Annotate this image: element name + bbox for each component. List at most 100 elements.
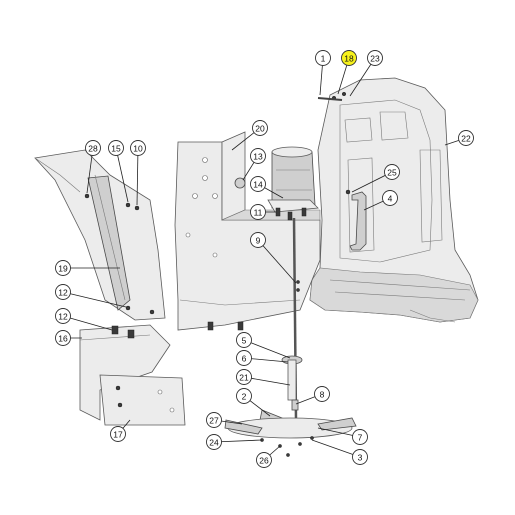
callout-number: 27 — [209, 416, 219, 426]
callout-number: 1 — [321, 54, 326, 64]
leader-line-9 — [257, 239, 297, 284]
callout-number: 17 — [113, 430, 123, 440]
callout-number: 10 — [133, 144, 143, 154]
callout-bubble — [384, 164, 400, 180]
callout-number: 23 — [370, 54, 380, 64]
callout-bubble — [130, 140, 146, 156]
callout-bubble — [341, 50, 357, 66]
leader-line-5 — [243, 339, 291, 359]
callout-bubble — [250, 232, 266, 248]
callout-12[interactable]: 12 — [55, 284, 71, 300]
callout-bubble — [250, 148, 266, 164]
callout-number: 20 — [255, 124, 265, 134]
callout-21[interactable]: 21 — [236, 369, 252, 385]
callout-3[interactable]: 3 — [352, 449, 368, 465]
callout-number: 26 — [259, 456, 269, 466]
callout-bubble — [55, 330, 71, 346]
callout-12[interactable]: 12 — [55, 308, 71, 324]
callout-bubble — [85, 140, 101, 156]
callout-number: 25 — [387, 168, 397, 178]
callout-number: 5 — [242, 336, 247, 346]
leader-line-15 — [115, 147, 129, 203]
callout-2[interactable]: 2 — [236, 388, 252, 404]
callout-number: 14 — [253, 180, 263, 190]
side-deflector — [34, 149, 166, 321]
callout-labels: 1 18 23 22 20 28 15 10 13 14 25 4 11 9 19 12 12 16 5 6 21 8 2 2… — [55, 50, 474, 468]
callout-bubble — [314, 386, 330, 402]
callout-bubble — [252, 120, 268, 136]
callout-26[interactable]: 26 — [256, 452, 272, 468]
callout-bubble — [236, 388, 252, 404]
callout-number: 6 — [242, 354, 247, 364]
leader-line-12 — [62, 315, 113, 331]
callout-number: 4 — [388, 194, 393, 204]
guard-plate — [99, 374, 186, 426]
callout-22[interactable]: 22 — [458, 130, 474, 146]
callout-bubble — [315, 50, 331, 66]
callout-10[interactable]: 10 — [130, 140, 146, 156]
callout-number: 16 — [58, 334, 68, 344]
callout-bubble — [55, 260, 71, 276]
lower-bracket — [79, 324, 171, 421]
callout-bubble — [236, 350, 252, 366]
callout-11[interactable]: 11 — [250, 204, 266, 220]
callout-number: 3 — [358, 453, 363, 463]
callout-number: 12 — [58, 288, 68, 298]
motor — [271, 146, 316, 209]
callout-1[interactable]: 1 — [315, 50, 331, 66]
callout-bubble — [55, 284, 71, 300]
callout-18[interactable]: 18 — [341, 50, 357, 66]
callout-17[interactable]: 17 — [110, 426, 126, 442]
callout-bubble — [367, 50, 383, 66]
callout-bubble — [382, 190, 398, 206]
callout-15[interactable]: 15 — [108, 140, 124, 156]
leader-line-24 — [213, 439, 263, 443]
leader-line-3 — [311, 439, 361, 458]
callout-19[interactable]: 19 — [55, 260, 71, 276]
callout-bubble — [108, 140, 124, 156]
impeller-disc — [224, 417, 357, 457]
gear-mount — [267, 199, 319, 221]
callout-27[interactable]: 27 — [206, 412, 222, 428]
callout-bubble — [55, 308, 71, 324]
callout-bubble — [352, 429, 368, 445]
callout-bubble — [206, 412, 222, 428]
callout-24[interactable]: 24 — [206, 434, 222, 450]
callout-20[interactable]: 20 — [252, 120, 268, 136]
callout-bubble — [236, 369, 252, 385]
callout-14[interactable]: 14 — [250, 176, 266, 192]
callout-number: 19 — [58, 264, 68, 274]
knob — [234, 177, 246, 189]
callout-5[interactable]: 5 — [236, 332, 252, 348]
callout-bubble — [110, 426, 126, 442]
callout-number: 18 — [344, 54, 354, 64]
callout-6[interactable]: 6 — [236, 350, 252, 366]
leader-line-10 — [136, 147, 139, 206]
leader-line-12 — [62, 291, 127, 308]
callout-number: 8 — [320, 390, 325, 400]
callout-number: 2 — [242, 392, 247, 402]
callout-28[interactable]: 28 — [85, 140, 101, 156]
callout-bubble — [250, 176, 266, 192]
callout-number: 13 — [253, 152, 263, 162]
callout-number: 24 — [209, 438, 219, 448]
callout-number: 22 — [461, 134, 471, 144]
callout-13[interactable]: 13 — [250, 148, 266, 164]
callout-9[interactable]: 9 — [250, 232, 266, 248]
callout-23[interactable]: 23 — [367, 50, 383, 66]
pin — [317, 97, 343, 101]
exploded-view-drawing — [34, 77, 479, 457]
callout-8[interactable]: 8 — [314, 386, 330, 402]
callout-4[interactable]: 4 — [382, 190, 398, 206]
chute-handle — [349, 191, 367, 251]
callout-bubble — [250, 204, 266, 220]
callout-bubble — [256, 452, 272, 468]
callout-16[interactable]: 16 — [55, 330, 71, 346]
callout-bubble — [236, 332, 252, 348]
callout-number: 15 — [111, 144, 121, 154]
callout-25[interactable]: 25 — [384, 164, 400, 180]
callout-number: 12 — [58, 312, 68, 322]
mounting-bracket — [174, 131, 321, 331]
callout-7[interactable]: 7 — [352, 429, 368, 445]
